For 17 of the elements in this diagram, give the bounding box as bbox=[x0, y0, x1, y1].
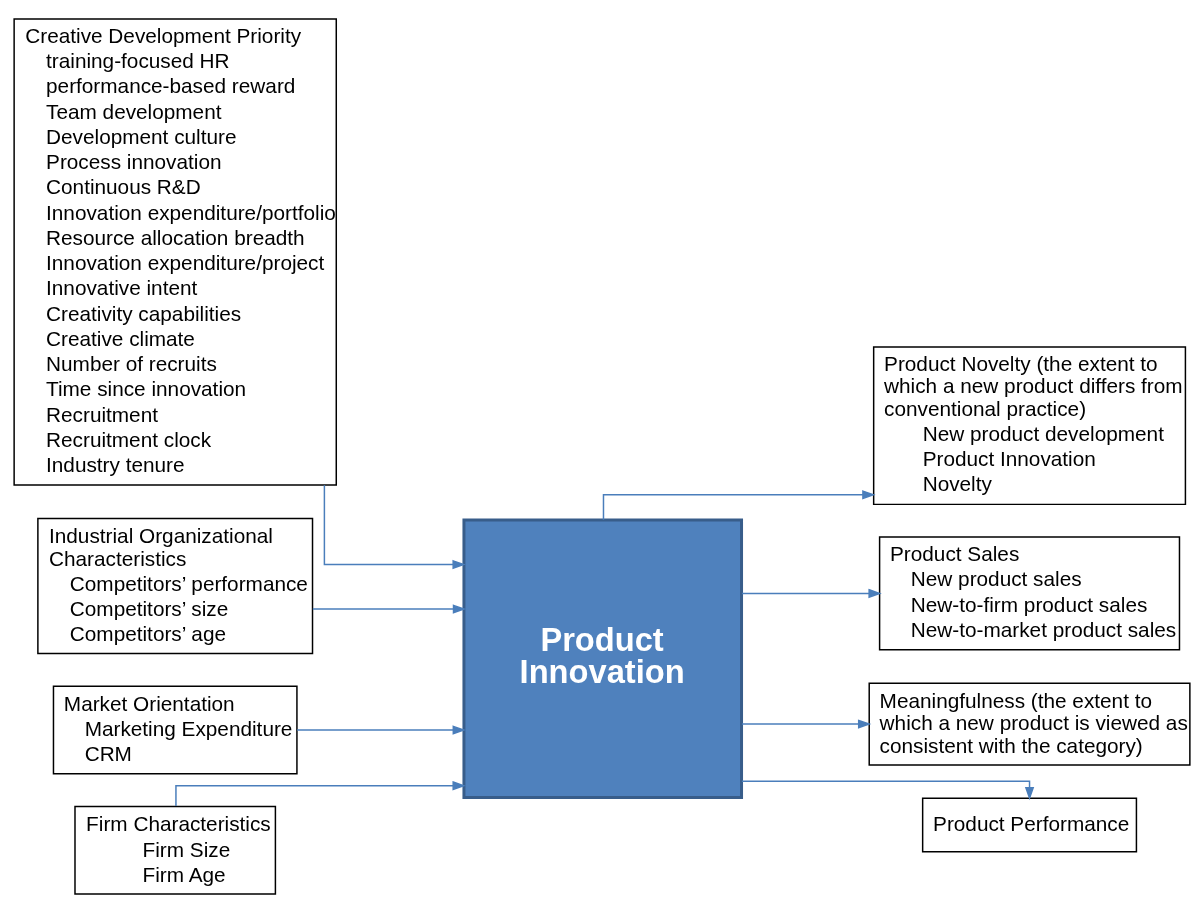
arrow bbox=[323, 484, 466, 569]
node-box: Firm Characteristics Firm Size Firm Age bbox=[74, 805, 277, 895]
node-box: Product Novelty (the extent to which a new product differs from conventional practice) New product development Product Innovation Novelty bbox=[872, 345, 1187, 505]
arrow bbox=[602, 489, 876, 520]
node-box: Industrial Organizational Characteristics Competitors’ performance Competitors’ size Competitors’ age bbox=[37, 517, 314, 654]
arrow bbox=[296, 724, 466, 735]
arrow bbox=[175, 780, 466, 807]
arrow bbox=[741, 588, 882, 598]
node-box: Product Performance bbox=[921, 797, 1138, 852]
node-box: Product Sales New product sales New-to-firm product sales New-to-market product sales bbox=[878, 535, 1181, 651]
node-box: Meaningfulness (the extent to which a new product is viewed as consistent with the category) bbox=[868, 682, 1191, 766]
node-box: Creative Development Priority training-focused HR performance-based reward Team development Development culture Process innovation Continuous R&D Innovation expenditure/portfolio Resource allocation breadth Innovation expenditure/project Innovative intent Creativity capabilities Creative climate Number of recruits Time since innovation Recruitment Recruitment clock Industry tenure bbox=[13, 17, 337, 486]
arrow bbox=[312, 603, 467, 614]
arrow bbox=[741, 780, 1035, 800]
node-box: Product Innovation bbox=[462, 517, 744, 799]
arrow bbox=[741, 718, 872, 729]
node-box: Market Orientation Marketing Expenditure CRM bbox=[52, 685, 298, 775]
